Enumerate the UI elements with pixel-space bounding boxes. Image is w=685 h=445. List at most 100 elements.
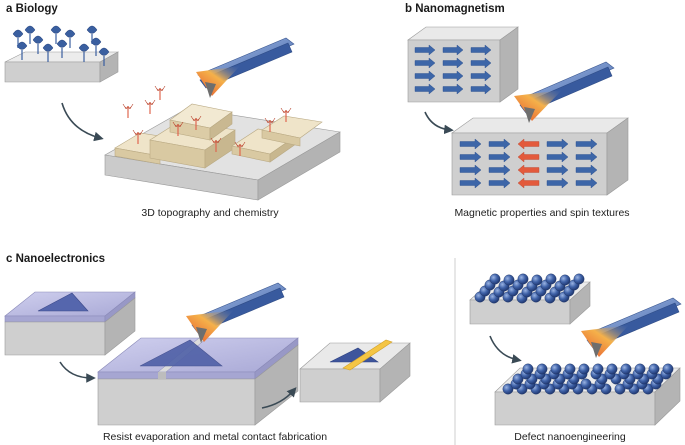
atom-sphere-icon [564,363,576,375]
molecule-icon [64,29,76,48]
molecule-icon [86,25,98,44]
afm-tip [581,297,682,358]
atom-sphere-icon [531,274,543,286]
spin-arrow-right-icon [470,57,492,69]
atom-sphere-icon [512,373,524,385]
spin-arrow-left-icon [517,177,540,189]
molecule-icon [32,35,44,54]
spin-arrow-left-icon [517,164,540,176]
resist-block-1 [4,291,136,356]
molecule-icon [154,85,166,100]
molecule-icon [90,37,102,56]
molecule-icon [210,137,222,152]
process-arrow [59,361,96,383]
molecule-icon [190,115,202,130]
spin-arrow-right-icon [488,138,511,150]
spin-arrow-right-icon [546,151,569,163]
molecule-icon [132,129,144,144]
spin-arrow-right-icon [414,57,436,69]
spin-arrow-right-icon [470,83,492,95]
molecule-icon [234,141,246,156]
afm-tip [186,282,287,343]
panel-d: Defect nanoengineering [469,273,682,443]
panel-a-title: a Biology [6,3,58,15]
spin-arrow-right-icon [459,138,482,150]
molecule-group-red [122,85,292,156]
spin-arrows-reversed [459,138,598,189]
spin-arrow-right-icon [414,44,436,56]
molecule-icon [56,39,68,58]
spin-arrow-right-icon [414,70,436,82]
spin-arrow-right-icon [546,164,569,176]
atom-sphere-icon [634,363,646,375]
spin-arrow-right-icon [575,177,598,189]
atom-sphere-icon [620,363,632,375]
spin-arrow-right-icon [575,151,598,163]
molecule-icon [50,25,62,44]
spin-arrow-right-icon [442,83,464,95]
spin-arrow-right-icon [442,57,464,69]
panel-c-caption: Resist evaporation and metal contact fab… [103,431,327,443]
panel-b: b Nanomagnetism Magnetic properties and … [405,3,630,219]
molecule-icon [16,41,28,60]
afm-tip [196,37,295,98]
atom-sphere-icon [662,363,674,375]
molecule-icon [12,29,24,48]
atom-sphere-icon [580,378,592,390]
panel-b-caption: Magnetic properties and spin textures [454,207,629,219]
atom-sphere-icon [545,273,557,285]
spin-arrow-right-icon [575,138,598,150]
molecule-icon [78,43,90,62]
process-arrow [261,387,297,409]
atom-sphere-icon [502,383,514,395]
magnetic-block-large [451,117,629,196]
spin-arrow-right-icon [488,164,511,176]
spin-arrow-right-icon [414,83,436,95]
spin-arrow-right-icon [442,44,464,56]
afm-tip [514,61,615,123]
process-arrow [424,111,454,135]
atom-sphere-icon [614,383,626,395]
substrate-block-small [4,51,120,83]
spin-arrow-right-icon [488,177,511,189]
spin-arrow-right-icon [442,70,464,82]
atom-lattice-small [474,273,585,304]
panel-a-caption: 3D topography and chemistry [141,207,279,219]
atom-sphere-icon [592,363,604,375]
molecule-group-blue [12,25,110,66]
spin-arrow-left-icon [517,151,540,163]
spin-arrow-right-icon [470,70,492,82]
molecule-icon [280,107,292,122]
spin-arrow-left-icon [517,138,540,150]
atom-sphere-icon [550,363,562,375]
spin-arrow-right-icon [459,177,482,189]
molecule-icon [122,103,134,118]
atom-lattice-large [502,363,674,395]
panel-c: c Nanoelectronics [4,253,411,443]
spin-arrows-uniform [414,44,492,95]
atom-sphere-icon [522,363,534,375]
molecule-icon [98,47,110,66]
atom-sphere-icon [536,363,548,375]
spin-arrow-right-icon [546,177,569,189]
resist-block-2 [97,337,299,426]
atom-sphere-icon [559,274,571,286]
panel-b-title: b Nanomagnetism [405,3,505,15]
atom-sphere-icon [517,273,529,285]
spin-arrow-right-icon [546,138,569,150]
molecule-icon [24,25,36,44]
spin-arrow-right-icon [459,151,482,163]
atom-sphere-icon [573,273,585,285]
panel-d-caption: Defect nanoengineering [514,431,626,443]
molecule-icon [42,43,54,62]
atom-sphere-icon [648,363,660,375]
atom-sphere-icon [489,273,501,285]
spin-arrow-right-icon [488,151,511,163]
atom-sphere-icon [503,274,515,286]
panel-a: a Biology [4,3,341,219]
process-arrow [489,335,522,364]
atom-sphere-icon [578,363,590,375]
molecule-icon [172,121,184,136]
device-block [299,339,411,403]
